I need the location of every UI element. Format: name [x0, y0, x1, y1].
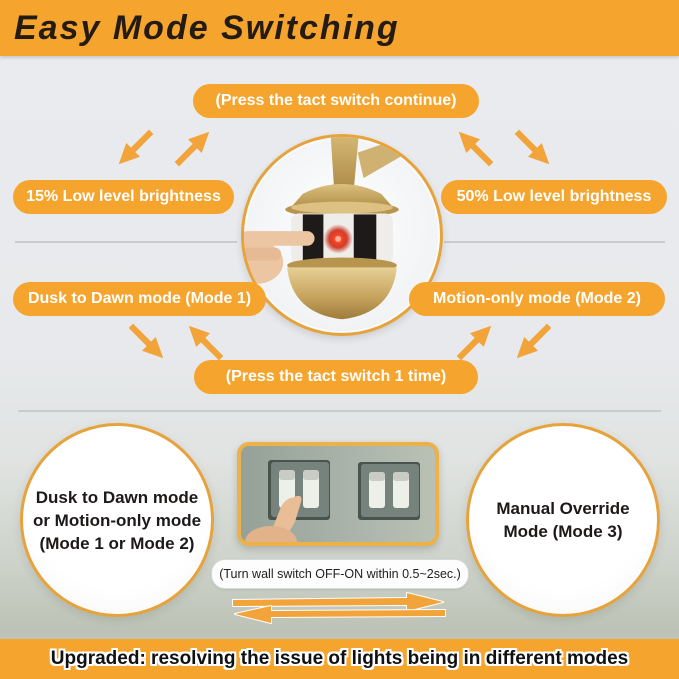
right-circle-line-2: Mode (Mode 3) — [503, 522, 623, 541]
brightness-50-pill: 50% Low level brightness — [441, 180, 667, 214]
arrow-down-left-icon — [510, 319, 557, 366]
header-banner: Easy Mode Switching — [0, 0, 679, 56]
left-circle-line-2: or Motion-only mode — [32, 510, 202, 530]
mode1-pill: Dusk to Dawn mode (Mode 1) — [13, 282, 266, 316]
right-mode-circle: Manual Override Mode (Mode 3) — [466, 423, 660, 617]
right-circle-line-1: Manual Override — [496, 499, 630, 518]
left-mode-circle: Dusk to Dawn mode or Motion-only mode (M… — [20, 423, 214, 617]
footer-text: Upgraded: resolving the issue of lights … — [50, 648, 629, 669]
arrow-up-left-icon — [182, 319, 229, 366]
brightness-50-label: 50% Low level brightness — [456, 188, 652, 205]
press-continue-label: (Press the tact switch continue) — [215, 92, 457, 109]
footer-banner: Upgraded: resolving the issue of lights … — [0, 639, 679, 679]
wall-switch-photo — [237, 442, 439, 546]
arrow-down-right-icon — [510, 125, 557, 172]
arrow-up-right-icon — [170, 125, 217, 172]
pointing-hand-icon — [245, 495, 302, 542]
ceiling-fan-icon — [244, 137, 439, 332]
left-circle-line-1: Dusk to Dawn mode — [35, 487, 199, 507]
swap-arrow-icon — [232, 592, 446, 624]
press-once-pill: (Press the tact switch 1 time) — [194, 360, 478, 394]
arrow-down-right-icon — [124, 319, 171, 366]
fan-sensor-photo — [241, 134, 443, 336]
arrow-up-left-icon — [452, 125, 499, 172]
page-title: Easy Mode Switching — [14, 8, 400, 47]
mode2-label: Motion-only mode (Mode 2) — [433, 290, 641, 307]
brightness-15-pill: 15% Low level brightness — [13, 180, 234, 214]
press-once-label: (Press the tact switch 1 time) — [225, 368, 447, 385]
mode-switch-arrows-top-right — [452, 122, 556, 174]
arrow-up-right-icon — [452, 319, 499, 366]
mode1-label: Dusk to Dawn mode (Mode 1) — [27, 290, 252, 307]
mode-switch-arrows-top-left — [112, 122, 216, 174]
divider-right — [444, 241, 665, 243]
left-circle-line-3: (Mode 1 or Mode 2) — [39, 533, 195, 553]
switch-note-label: (Turn wall switch OFF-ON within 0.5~2sec… — [219, 567, 461, 581]
pointing-hand-icon — [244, 231, 315, 284]
arrow-down-left-icon — [112, 125, 159, 172]
wall-switch-icon — [241, 446, 435, 542]
mode2-pill: Motion-only mode (Mode 2) — [409, 282, 665, 316]
brightness-15-label: 15% Low level brightness — [26, 188, 221, 205]
press-continue-pill: (Press the tact switch continue) — [193, 84, 479, 118]
switch-note-pill: (Turn wall switch OFF-ON within 0.5~2sec… — [211, 559, 469, 589]
divider-horizontal — [18, 410, 661, 412]
mode-switch-arrows-bottom-right — [452, 316, 556, 368]
divider-left — [15, 241, 237, 243]
